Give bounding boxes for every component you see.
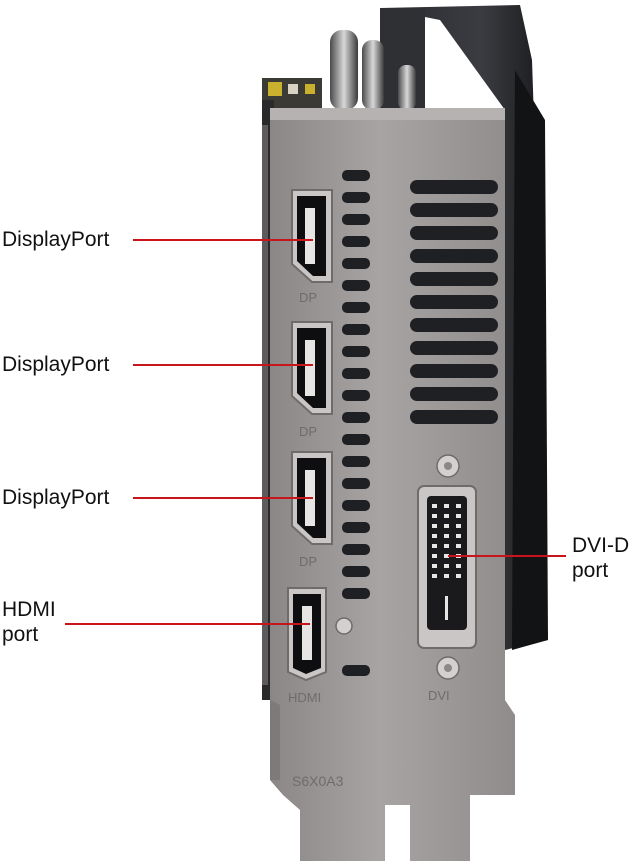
callout-label-hdmi-line2: port [2,623,39,646]
callout-label-dvi-line2: port [572,559,609,582]
hdmi-connector [287,587,353,682]
callout-label-dp3: DisplayPort [2,486,110,509]
vent-grille-middle [342,170,370,676]
bracket-markings: DP DP DP HDMI DVI S6X0A3 [288,290,450,789]
callout-label-hdmi: HDMI port [2,597,56,647]
callout-label-hdmi-line1: HDMI [2,598,56,621]
callout-label-dvi: DVI-D port [572,533,629,583]
dp3-marking: DP [299,554,317,569]
callout-label-dp1: DisplayPort [2,228,110,251]
callout-line-hdmi [65,623,310,625]
vent-grille-right [410,180,498,424]
callout-line-dvi [448,555,566,557]
dvi-connector [417,454,477,680]
callout-line-dp2 [133,364,313,366]
callout-label-dvi-line1: DVI-D [572,534,630,557]
callout-line-dp1 [133,239,313,241]
dp2-marking: DP [299,424,317,439]
dp1-marking: DP [299,290,317,305]
dvi-marking: DVI [428,688,450,703]
hdmi-marking: HDMI [288,690,321,705]
displayport-connector [291,321,333,415]
heatpipes [330,30,416,110]
callout-label-dp2: DisplayPort [2,353,110,376]
part-code-marking: S6X0A3 [292,773,344,789]
callout-line-dp3 [133,497,313,499]
cooler-shroud [380,5,548,650]
displayport-connector [291,189,333,283]
